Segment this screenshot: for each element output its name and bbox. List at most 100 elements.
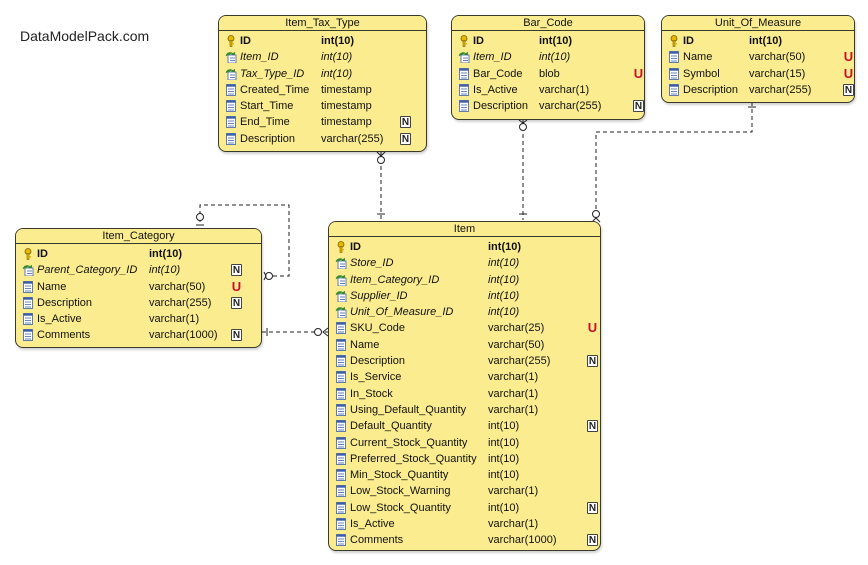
nullable-icon: N	[843, 83, 854, 96]
column-type: int(10)	[488, 469, 520, 482]
primary-key-icon	[668, 35, 680, 47]
column-icon	[335, 355, 347, 367]
entity-title: Item_Category	[16, 229, 261, 244]
crowfoot-mark	[518, 119, 528, 124]
column-name: ID	[683, 35, 694, 47]
nullable-icon: N	[231, 296, 242, 309]
column-name: Comments	[37, 329, 91, 342]
column-type: varchar(1)	[488, 403, 539, 416]
column-name: ID	[37, 248, 48, 260]
column-name: Description	[683, 83, 739, 96]
nullable-icon: N	[231, 329, 242, 342]
column-name: Is_Service	[350, 371, 402, 384]
cardinality-zero-mark	[592, 210, 600, 218]
column-name: Description	[240, 132, 296, 145]
column-icon	[458, 83, 470, 96]
column-name: SKU_Code	[350, 322, 406, 335]
column-name: Supplier_ID	[350, 289, 408, 302]
column-icon	[225, 83, 237, 96]
nullable-icon: N	[587, 501, 598, 514]
column-type: int(10)	[488, 306, 520, 319]
column-name: ID	[240, 35, 251, 47]
foreign-key-icon	[335, 274, 347, 286]
column-type: varchar(50)	[149, 280, 206, 293]
column-type: varchar(15)	[749, 67, 806, 80]
column-type: int(10)	[149, 248, 182, 260]
cardinality-zero-mark	[377, 156, 385, 164]
column-icon	[335, 518, 347, 530]
column-name: Default_Quantity	[350, 420, 432, 433]
column-type: int(10)	[321, 51, 353, 64]
column-name: Name	[37, 280, 67, 293]
column-name: Start_Time	[240, 100, 294, 113]
column-icon	[335, 420, 347, 433]
nullable-icon: N	[231, 264, 242, 277]
column-name: Tax_Type_ID	[240, 67, 305, 80]
column-type: varchar(1)	[488, 518, 539, 531]
column-type: varchar(25)	[488, 322, 545, 335]
column-name: Low_Stock_Warning	[350, 485, 451, 498]
column-icon	[22, 329, 34, 342]
relationship-line	[595, 102, 753, 214]
column-type: timestamp	[321, 83, 372, 96]
foreign-key-icon	[335, 257, 347, 270]
primary-key-icon	[225, 35, 237, 47]
column-row[interactable]: ID int(10)	[16, 246, 261, 262]
column-name: Preferred_Stock_Quantity	[350, 452, 477, 465]
column-type: varchar(50)	[749, 51, 806, 64]
column-name: Name	[683, 51, 713, 64]
column-icon	[335, 404, 347, 416]
column-icon	[225, 116, 237, 129]
column-type: int(10)	[539, 51, 571, 64]
column-icon	[335, 338, 347, 351]
column-icon	[335, 371, 347, 384]
cardinality-zero-mark	[519, 123, 527, 131]
